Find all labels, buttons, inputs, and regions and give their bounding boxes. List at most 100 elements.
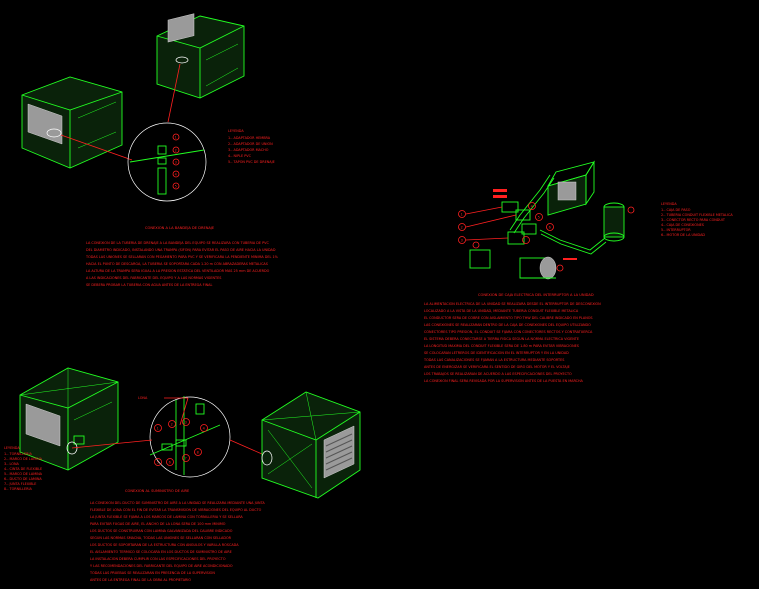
- panel-box-drawing: [547, 160, 595, 216]
- disconnect-switch-drawing: [603, 202, 635, 242]
- callout-number: 3: [461, 238, 463, 242]
- legend-title: LEYENDA: [661, 202, 677, 206]
- note-line: LA ALIMENTACION ELECTRICA DE LA UNIDAD S…: [424, 302, 601, 306]
- legend-title: LEYENDA: [4, 446, 20, 450]
- note-line: EL SISTEMA DEBERA CONECTARSE A TIERRA FI…: [424, 337, 579, 341]
- note-line: LA LONGITUD MAXIMA DEL CONDUIT FLEXIBLE …: [424, 344, 579, 348]
- callout-number: 3: [185, 420, 187, 424]
- callout-number: 3: [175, 160, 177, 164]
- notes-block: LA CONEXION DE LA TUBERIA DE DRENAJE A L…: [85, 241, 279, 287]
- note-line: CONECTORES TIPO PRESION, EL CONDUIT SE F…: [424, 330, 593, 334]
- callout-number: 4: [531, 204, 533, 208]
- detail-caption: CONEXION AL SUMINISTRO DE AIRE: [125, 489, 190, 493]
- detail-power: 1 2 3 4 5 6 LEYENDA 1.- CAJA DE PASO 2.-…: [423, 160, 733, 383]
- note-line: EL CONDUCTOR SERA DE COBRE CON AISLAMIEN…: [424, 316, 593, 320]
- unit-upper-drawing: [156, 13, 245, 99]
- legend-title: LEYENDA: [228, 129, 244, 133]
- legend-item: 4.- CINTA DE FLEXIBLE: [4, 467, 42, 471]
- detail-caption: CONEXION DE CAJA ELECTRICA DEL INTERRUPT…: [478, 293, 594, 297]
- detail-caption: CONEXION A LA BANDEJA DE DRENAJE: [145, 226, 215, 230]
- note-line: A LAS INDICACIONES DEL FABRICANTE DEL EQ…: [86, 276, 221, 280]
- leader-line: [229, 439, 263, 455]
- callout-number: 4: [203, 426, 205, 430]
- note-line: LOS DUCTOS SE SOPORTARAN DE LA ESTRUCTUR…: [90, 543, 239, 547]
- callouts: [458, 189, 577, 272]
- legend-item: 2.- ADAPTADOR DE UNION: [228, 142, 273, 146]
- note-line: SEGUN LAS NORMAS SMACNA, TODAS LAS UNION…: [90, 536, 232, 540]
- legend-item: 5.- MARCO DE LAMINA: [4, 472, 43, 476]
- legend-item: 8.- TORNILLERIA: [4, 487, 32, 491]
- legend-item: 3.- CONECTOR RECTO PARA CONDUIT: [661, 218, 726, 222]
- conduit-drawing: [469, 174, 607, 269]
- legend-item: 4.- NIPLE PVC: [228, 154, 252, 158]
- callout-number: 5: [538, 215, 540, 219]
- legend: 1.- CAJA DE PASO 2.- TUBERIA CONDUIT FLE…: [661, 208, 733, 237]
- note-line: LA JUNTA FLEXIBLE SE FIJARA A LOS MARCOS…: [90, 515, 243, 519]
- callout-labels: 1 2 3 4 5 6: [461, 204, 551, 242]
- note-line: LA ALTURA DE LA TRAMPA SERA IGUAL A LA P…: [86, 269, 270, 273]
- duct-magnifier: [149, 396, 231, 478]
- legend-item: 7.- JUNTA FLEXIBLE: [4, 482, 36, 486]
- legend-item: 5.- INTERRUPTOR: [661, 228, 691, 232]
- note-line: EL AISLAMIENTO TERMICO SE COLOCARA EN LO…: [90, 550, 232, 554]
- legend-item: 5.- TAPON PVC DE DRENAJE: [228, 160, 275, 164]
- legend-item: 3.- ADAPTADOR MACHO: [228, 148, 269, 152]
- note-line: TODAS LAS PRUEBAS SE REALIZARAN EN PRESE…: [89, 571, 215, 575]
- legend-item: 2.- TUBERIA CONDUIT FLEXIBLE METALICA: [661, 213, 733, 217]
- callout-number: 8: [197, 450, 199, 454]
- callout-number: 7: [185, 456, 187, 460]
- callouts: [154, 418, 208, 466]
- callout-number: 6: [549, 225, 551, 229]
- note-line: LA CONEXION FINAL SERA REVISADA POR LA S…: [424, 379, 584, 383]
- legend-item: 1.- TORNILLERIA: [4, 452, 32, 456]
- callout-number: 2: [171, 422, 173, 426]
- note-line: LOCALIZADO A LA VISTA DE LA UNIDAD, MEDI…: [424, 309, 579, 313]
- note-line: LA CONEXION DE LA TUBERIA DE DRENAJE A L…: [86, 241, 269, 245]
- callout-number: 5: [175, 184, 177, 188]
- callout-number: 2: [461, 225, 463, 229]
- legend: 1.- ADAPTADOR HEMBRA 2.- ADAPTADOR DE UN…: [228, 136, 275, 164]
- note-line: TODAS LAS UNIONES SE SELLARAN CON PEGAME…: [85, 255, 279, 259]
- callout-number: 1: [461, 212, 463, 216]
- note-line: LA INSTALACION DEBERA CUMPLIR CON LAS ES…: [90, 557, 226, 561]
- note-line: SE DEBERA PROBAR LA TUBERIA CON AGUA ANT…: [86, 283, 212, 287]
- callout-number: 1: [157, 426, 159, 430]
- note-line: LA CONEXION DEL DUCTO DE SUMINISTRO DE A…: [90, 501, 265, 505]
- note-line: HACIA EL PUNTO DE DESCARGA, LA TUBERIA S…: [86, 262, 268, 266]
- note-line: PARA EVITAR FUGAS DE AIRE, EL ANCHO DE L…: [90, 522, 226, 526]
- legend-item: 1.- ADAPTADOR HEMBRA: [228, 136, 271, 140]
- note-line: DEL DIAMETRO INDICADO, INSTALANDO UNA TR…: [86, 248, 276, 252]
- pointer-label: LONA: [138, 396, 148, 400]
- callout-labels: 1 2 3 4 5 6 7 8: [157, 420, 205, 464]
- detail-drain: 1 2 3 4 5 LEYENDA 1.- ADAPTADOR HEMBRA 2…: [21, 13, 279, 287]
- note-line: LAS CONEXIONES SE REALIZARAN DENTRO DE L…: [424, 323, 591, 327]
- note-line: LOS TRABAJOS SE REALIZARAN DE ACUERDO A …: [424, 372, 572, 376]
- legend-item: 6.- DUCTO DE LAMINA: [4, 477, 42, 481]
- note-line: LOS DUCTOS SE CONSTRUIRAN CON LAMINA GAL…: [90, 529, 233, 533]
- unit-left-drawing: [19, 367, 119, 471]
- callout-number: 4: [175, 172, 177, 176]
- unit-lower-drawing: [21, 76, 123, 169]
- note-line: ANTES DE LA ENTREGA FINAL DE LA OBRA AL …: [90, 578, 191, 582]
- drain-magnifier: [127, 122, 207, 202]
- note-line: TODAS LAS CANALIZACIONES SE FIJARAN A LA…: [423, 358, 564, 362]
- legend-item: 1.- CAJA DE PASO: [661, 208, 691, 212]
- callout-labels: 1 2 3 4 5: [175, 135, 177, 188]
- leader-line: [71, 439, 153, 449]
- callout-number: 5: [157, 460, 159, 464]
- leader-line: [60, 134, 133, 161]
- motor-drawing: [519, 256, 557, 280]
- legend-item: 6.- MOTOR DE LA UNIDAD: [661, 233, 705, 237]
- callout-number: 2: [175, 148, 177, 152]
- detail-duct: LONA 1 2 3 4 5 6 7 8: [4, 367, 361, 582]
- legend: 1.- TORNILLERIA 2.- MARCO DE LAMINA 3.- …: [4, 452, 43, 491]
- notes-block: LA CONEXION DEL DUCTO DE SUMINISTRO DE A…: [89, 501, 265, 582]
- note-line: ANTES DE ENERGIZAR SE VERIFICARA EL SENT…: [424, 365, 570, 369]
- legend-item: 3.- LONA: [4, 462, 20, 466]
- leader-line: [167, 63, 181, 123]
- legend-item: 4.- CAJA DE CONEXIONES: [661, 223, 704, 227]
- notes-block: LA ALIMENTACION ELECTRICA DE LA UNIDAD S…: [423, 302, 601, 383]
- note-line: SE COLOCARAN LETREROS DE IDENTIFICACION …: [424, 351, 569, 355]
- callout-number: 6: [169, 460, 171, 464]
